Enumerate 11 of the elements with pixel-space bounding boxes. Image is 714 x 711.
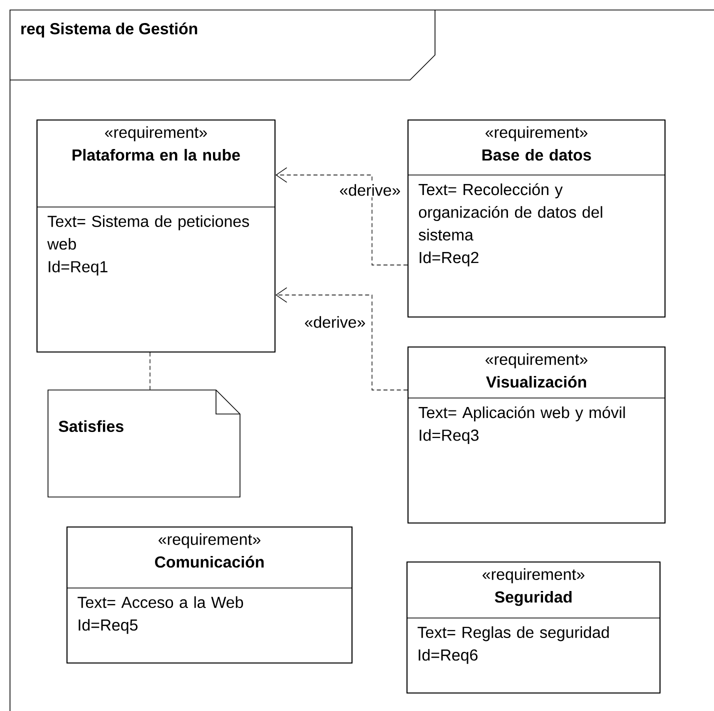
dependency-arrow xyxy=(276,287,408,390)
dependency-arrow xyxy=(276,167,408,266)
requirement-box: «requirement» Seguridad Text= Reglas de seguridad Id=Req6 xyxy=(406,561,661,694)
requirement-box: «requirement» Comunicación Text= Acceso a la Web Id=Req5 xyxy=(66,526,353,664)
requirement-box: «requirement» Visualización Text= Aplicación web y móvil Id=Req3 xyxy=(407,346,666,524)
edge-label: «derive» xyxy=(338,182,402,198)
requirement-box: «requirement» Plataforma en la nube Text= Sistema de peticiones web Id=Req1 xyxy=(36,119,276,353)
edge-label: «derive» xyxy=(302,314,368,330)
frame-heading: req Sistema de Gestión xyxy=(10,10,436,80)
note-box: Satisfies xyxy=(48,390,240,498)
requirement-box: «requirement» Base de datos Text= Recolección y organización de datos del sistema Id=Req2 xyxy=(407,119,666,318)
